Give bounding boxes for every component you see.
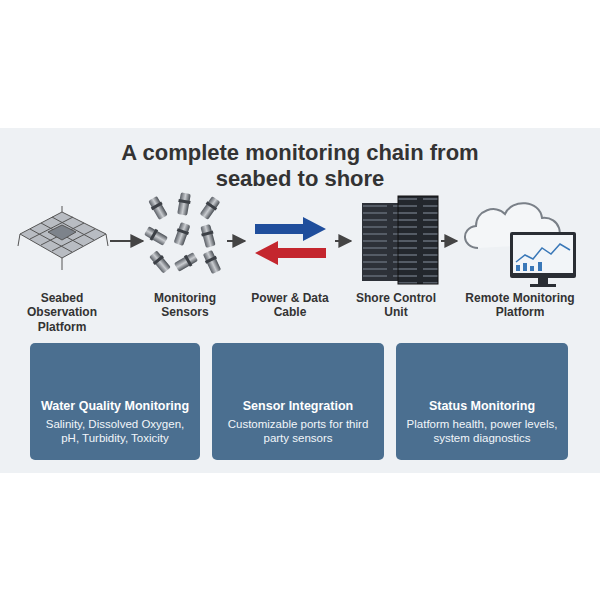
cloud-monitor-icon-part xyxy=(538,262,542,271)
server-racks-icon-part xyxy=(362,203,398,281)
node-label: Power & Data Cable xyxy=(248,291,332,320)
seabed-platform-icon-part xyxy=(18,234,20,246)
sensors-icon-part xyxy=(199,224,216,248)
sensors-icon-part xyxy=(143,225,168,246)
node-label: Status Monitoring xyxy=(396,399,568,415)
seabed-platform-icon-part xyxy=(41,223,84,245)
sensors-icon-part xyxy=(202,249,222,274)
node-label: Seabed Observation Platform xyxy=(17,291,107,334)
sensors-icon-part-part xyxy=(144,226,168,246)
seabed-platform-icon-part xyxy=(106,234,108,246)
cable-arrows-icon-part xyxy=(255,241,326,265)
sensors-icon-part-part xyxy=(205,256,217,264)
background-band xyxy=(0,128,600,473)
cloud-monitor-icon-part xyxy=(516,265,520,271)
server-racks-icon-part xyxy=(362,203,398,281)
sensors-icon xyxy=(143,192,222,274)
sensors-icon-part xyxy=(199,196,221,221)
cloud-monitor-icon xyxy=(465,203,576,287)
sensors-icon-part-part xyxy=(200,224,215,248)
sensors-icon-part-part xyxy=(203,250,221,274)
cloud-monitor-icon-part xyxy=(510,232,576,278)
sensors-icon-part xyxy=(173,222,192,247)
node-label: Shore Control Unit xyxy=(354,291,438,320)
cable-arrows-icon xyxy=(255,217,326,265)
cloud-monitor-icon-part xyxy=(513,235,573,273)
flow-arrow xyxy=(110,240,143,242)
stage-node: Monitoring Sensors xyxy=(146,195,224,322)
server-racks-icon-part xyxy=(398,196,438,284)
feature-panel: Sensor IntegrationCustomizable ports for… xyxy=(212,343,384,460)
cloud-monitor-icon-part xyxy=(516,244,570,262)
cloud-monitor-icon-part xyxy=(530,284,556,287)
sensors-icon-part-part xyxy=(177,228,189,235)
sensors-icon-part xyxy=(147,195,168,220)
server-racks-icon xyxy=(362,196,438,284)
node-label: Monitoring Sensors xyxy=(146,291,224,320)
stage-node: Seabed Observation Platform xyxy=(17,195,107,336)
seabed-platform-icon-part xyxy=(62,258,63,270)
sensors-icon-part xyxy=(176,192,192,216)
sensors-icon-part-part xyxy=(200,196,221,220)
sensors-icon-part-part xyxy=(177,192,191,215)
node-label: Sensor Integration xyxy=(212,399,384,415)
server-racks-icon-part xyxy=(398,196,438,284)
sensors-icon-part-part xyxy=(149,250,171,273)
server-racks-icon-part xyxy=(398,196,438,284)
sensors-icon-part-part xyxy=(201,231,213,237)
cloud-monitor-icon-part xyxy=(523,263,527,271)
cloud-monitor-icon-part xyxy=(538,278,548,284)
sensors-icon-part-part xyxy=(151,202,163,211)
sensors-icon-part xyxy=(148,250,171,275)
cable-arrows-icon-part xyxy=(255,217,326,241)
flow-arrow xyxy=(227,240,245,242)
sensors-icon-part-part xyxy=(153,255,164,265)
stage-node: Shore Control Unit xyxy=(354,195,438,322)
sensors-icon-part xyxy=(173,251,198,272)
seabed-platform-icon-part xyxy=(41,223,83,246)
sensors-icon-part-part xyxy=(148,196,168,220)
flow-arrow xyxy=(335,240,351,242)
feature-panel: Status MonitoringPlatform health, power … xyxy=(396,343,568,460)
cloud-monitor-icon-part xyxy=(530,266,534,271)
node-label: Water Quality Monitoring xyxy=(30,399,200,415)
sensors-icon-part-part xyxy=(174,222,191,246)
sensors-icon-part-part xyxy=(184,255,193,267)
sensors-icon-part-part xyxy=(178,199,190,204)
seabed-platform-icon xyxy=(18,206,108,270)
sensors-icon-part-part xyxy=(150,229,159,241)
feature-panel: Water Quality MonitoringSalinity, Dissol… xyxy=(30,343,200,460)
flow-arrow xyxy=(441,240,457,242)
diagram-title: A complete monitoring chain from seabed … xyxy=(90,140,510,193)
seabed-platform-icon-part xyxy=(48,225,76,240)
seabed-platform-icon-part xyxy=(62,206,63,212)
node-label: Remote Monitoring Platform xyxy=(460,291,580,320)
node-body: Salinity, Dissolved Oxygen, pH, Turbidit… xyxy=(30,417,200,446)
node-body: Platform health, power levels, system di… xyxy=(396,417,568,446)
stage-node: Remote Monitoring Platform xyxy=(460,195,580,322)
sensors-icon-part-part xyxy=(174,252,198,272)
seabed-platform-icon-part xyxy=(20,212,106,258)
sensors-icon-part-part xyxy=(206,201,218,210)
node-body: Customizable ports for third party senso… xyxy=(212,417,384,446)
stage-node: Power & Data Cable xyxy=(248,195,332,322)
